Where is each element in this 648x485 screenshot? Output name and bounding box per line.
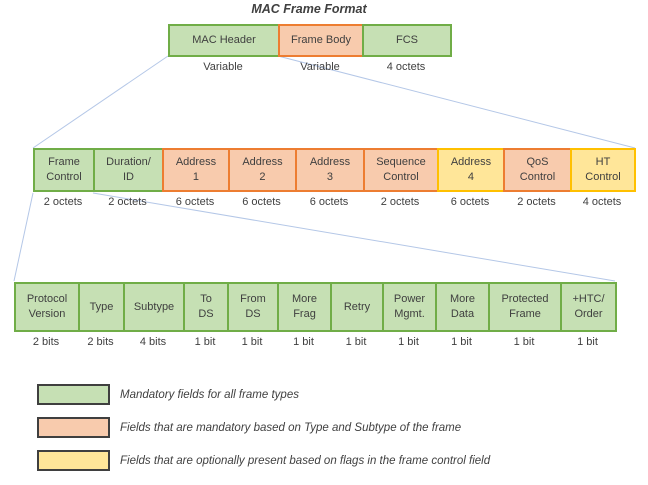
field-protected-frame: Protected Frame — [488, 282, 562, 332]
field-more-data-label: More Data — [449, 293, 476, 320]
size-address-2: 6 octets — [242, 196, 281, 208]
field-from-ds-label: From DS — [240, 293, 266, 320]
legend-text-optional: Fields that are optionally present based… — [120, 454, 491, 467]
field-more-data: More Data — [435, 282, 490, 332]
diagram-title: MAC Frame Format — [251, 2, 367, 16]
field-address-3: Address 3 — [295, 148, 365, 192]
connector-line-frame-control-left — [13, 192, 34, 282]
size-subtype: 4 bits — [139, 336, 167, 348]
legend-swatch-mandatory — [37, 384, 110, 405]
mac-header-fields-row: Frame Control Duration/ ID Address 1 Add… — [33, 148, 636, 192]
field-duration-id-label: Duration/ ID — [106, 156, 151, 183]
field-more-frag: More Frag — [277, 282, 332, 332]
legend-row-optional: Fields that are optionally present based… — [37, 450, 490, 471]
legend-text-mandatory: Mandatory fields for all frame types — [120, 388, 299, 401]
field-address-4: Address 4 — [437, 148, 505, 192]
mac-frame-size-row: Variable Variable 4 octets — [168, 61, 450, 73]
field-to-ds-label: To DS — [198, 293, 214, 320]
size-address-1: 6 octets — [175, 196, 215, 208]
field-retry-label: Retry — [343, 300, 371, 313]
size-ht-control: 4 octets — [582, 196, 622, 208]
field-protected-frame-label: Protected Frame — [501, 293, 549, 320]
size-address-4: 6 octets — [450, 196, 490, 208]
size-protocol-version: 2 bits — [32, 336, 60, 348]
field-mac-header: MAC Header — [168, 24, 280, 57]
field-frame-body: Frame Body — [278, 24, 364, 57]
legend-row-mandatory: Mandatory fields for all frame types — [37, 384, 490, 405]
size-protected-frame: 1 bit — [513, 336, 535, 348]
field-address-4-label: Address 4 — [450, 156, 492, 183]
mac-frame-row: MAC Header Frame Body FCS — [168, 24, 452, 57]
size-from-ds: 1 bit — [241, 336, 263, 348]
connector-line-frame-control-right — [92, 192, 616, 282]
field-sequence-control-label: Sequence Control — [376, 156, 426, 183]
size-duration-id: 2 octets — [108, 196, 147, 208]
field-htc-order: +HTC/ Order — [560, 282, 617, 332]
field-more-frag-label: More Frag — [291, 293, 318, 320]
field-frame-body-label: Frame Body — [291, 34, 351, 46]
field-type: Type — [78, 282, 125, 332]
field-protocol-version-label: Protocol Version — [26, 293, 68, 320]
field-fcs: FCS — [362, 24, 452, 57]
connector-line-mac-header-right — [277, 55, 636, 149]
size-qos-control: 2 octets — [517, 196, 556, 208]
legend-row-type-dependent: Fields that are mandatory based on Type … — [37, 417, 490, 438]
legend: Mandatory fields for all frame types Fie… — [37, 384, 490, 483]
field-address-1: Address 1 — [162, 148, 230, 192]
field-htc-order-label: +HTC/ Order — [572, 293, 605, 320]
field-from-ds: From DS — [227, 282, 279, 332]
field-qos-control-label: QoS Control — [519, 156, 556, 183]
field-qos-control: QoS Control — [503, 148, 572, 192]
size-mac-header: Variable — [203, 61, 243, 73]
field-mac-header-label: MAC Header — [192, 34, 256, 46]
legend-text-type-dependent: Fields that are mandatory based on Type … — [120, 421, 462, 434]
field-type-label: Type — [89, 300, 114, 313]
field-to-ds: To DS — [183, 282, 229, 332]
size-frame-control: 2 octets — [43, 196, 83, 208]
size-sequence-control: 2 octets — [380, 196, 420, 208]
size-frame-body: Variable — [300, 61, 340, 73]
size-to-ds: 1 bit — [194, 336, 216, 348]
connector-line-mac-header-left — [32, 55, 169, 149]
field-sequence-control: Sequence Control — [363, 148, 439, 192]
mac-header-size-row: 2 octets 2 octets 6 octets 6 octets 6 oc… — [33, 196, 634, 208]
field-subtype-label: Subtype — [133, 300, 175, 313]
field-fcs-label: FCS — [396, 34, 418, 46]
frame-control-fields-row: Protocol Version Type Subtype To DS From… — [14, 282, 617, 332]
field-address-2: Address 2 — [228, 148, 297, 192]
size-address-3: 6 octets — [309, 196, 349, 208]
field-frame-control-label: Frame Control — [46, 156, 82, 183]
legend-swatch-optional — [37, 450, 110, 471]
field-retry: Retry — [330, 282, 384, 332]
size-more-frag: 1 bit — [293, 336, 314, 348]
field-ht-control: HT Control — [570, 148, 636, 192]
size-power-mgmt: 1 bit — [398, 336, 419, 348]
size-retry: 1 bit — [345, 336, 367, 348]
size-more-data: 1 bit — [451, 336, 472, 348]
field-frame-control: Frame Control — [33, 148, 95, 192]
legend-swatch-type-dependent — [37, 417, 110, 438]
field-address-2-label: Address 2 — [242, 156, 283, 183]
field-power-mgmt-label: Power Mgmt. — [393, 293, 426, 320]
field-address-1-label: Address 1 — [175, 156, 217, 183]
size-fcs: 4 octets — [386, 61, 426, 73]
frame-control-size-row: 2 bits 2 bits 4 bits 1 bit 1 bit 1 bit 1… — [14, 336, 615, 348]
field-power-mgmt: Power Mgmt. — [382, 282, 437, 332]
field-ht-control-label: HT Control — [585, 156, 621, 183]
field-duration-id: Duration/ ID — [93, 148, 164, 192]
size-type: 2 bits — [87, 336, 114, 348]
field-subtype: Subtype — [123, 282, 185, 332]
field-protocol-version: Protocol Version — [14, 282, 80, 332]
field-address-3-label: Address 3 — [309, 156, 351, 183]
size-htc-order: 1 bit — [577, 336, 598, 348]
